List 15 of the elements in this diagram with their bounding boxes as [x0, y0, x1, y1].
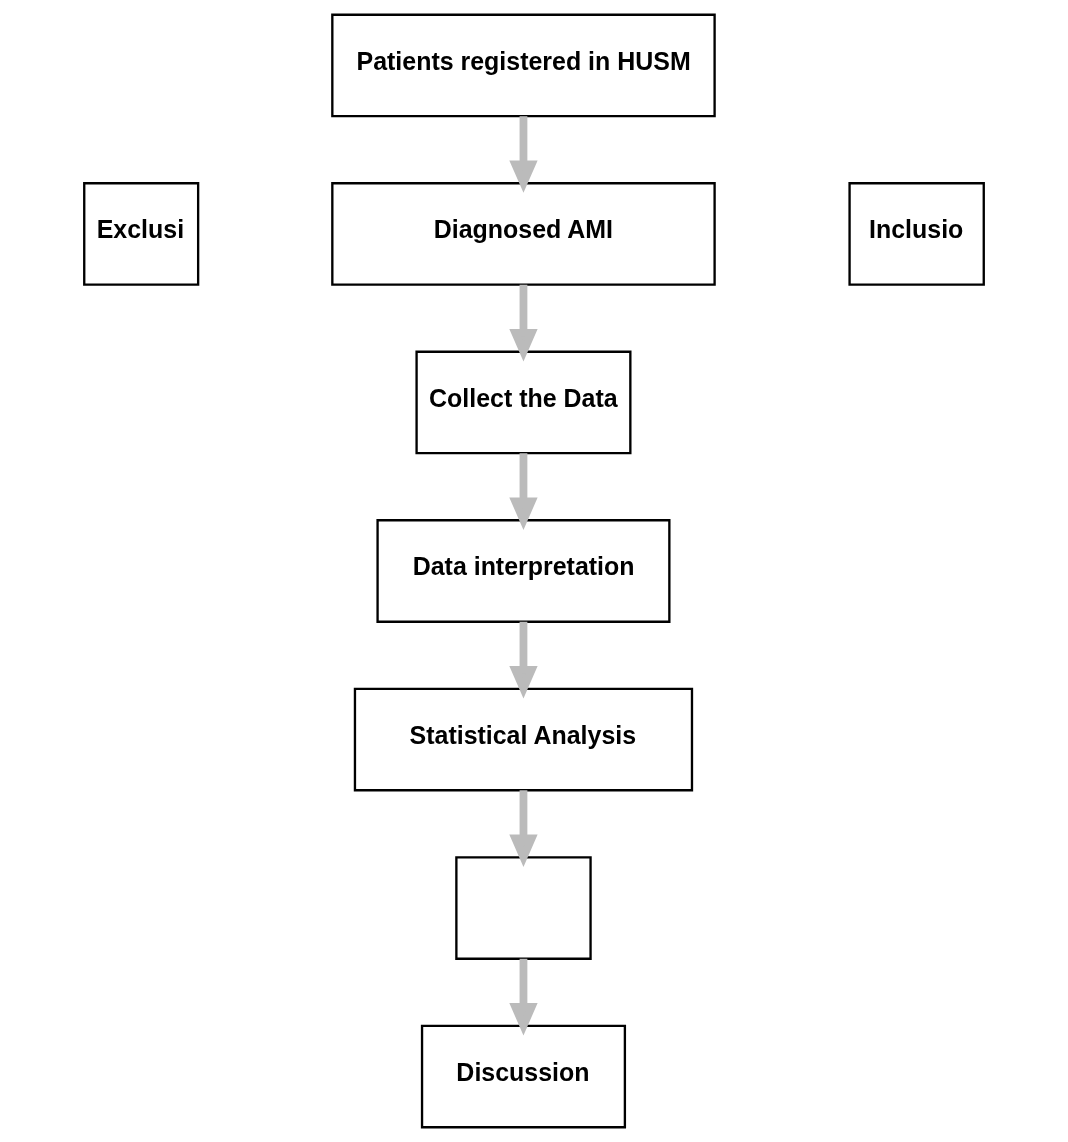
node-box: Statistical Analysis	[353, 687, 694, 792]
arrow	[509, 958, 538, 1036]
node-box: Collect the Data	[415, 350, 632, 455]
arrow	[509, 621, 538, 699]
node-box: Discussion	[420, 1024, 627, 1129]
arrow	[509, 116, 538, 193]
arrow	[509, 790, 538, 867]
arrow	[509, 284, 538, 362]
node-box	[455, 856, 592, 960]
arrow	[509, 453, 538, 530]
node-box: Exclusi	[83, 182, 200, 286]
node-box: Data interpretation	[376, 519, 671, 623]
node-box: Inclusio	[848, 182, 985, 286]
node-box: Patients registered in HUSM	[331, 13, 716, 118]
node-box: Diagnosed AMI	[331, 182, 716, 286]
